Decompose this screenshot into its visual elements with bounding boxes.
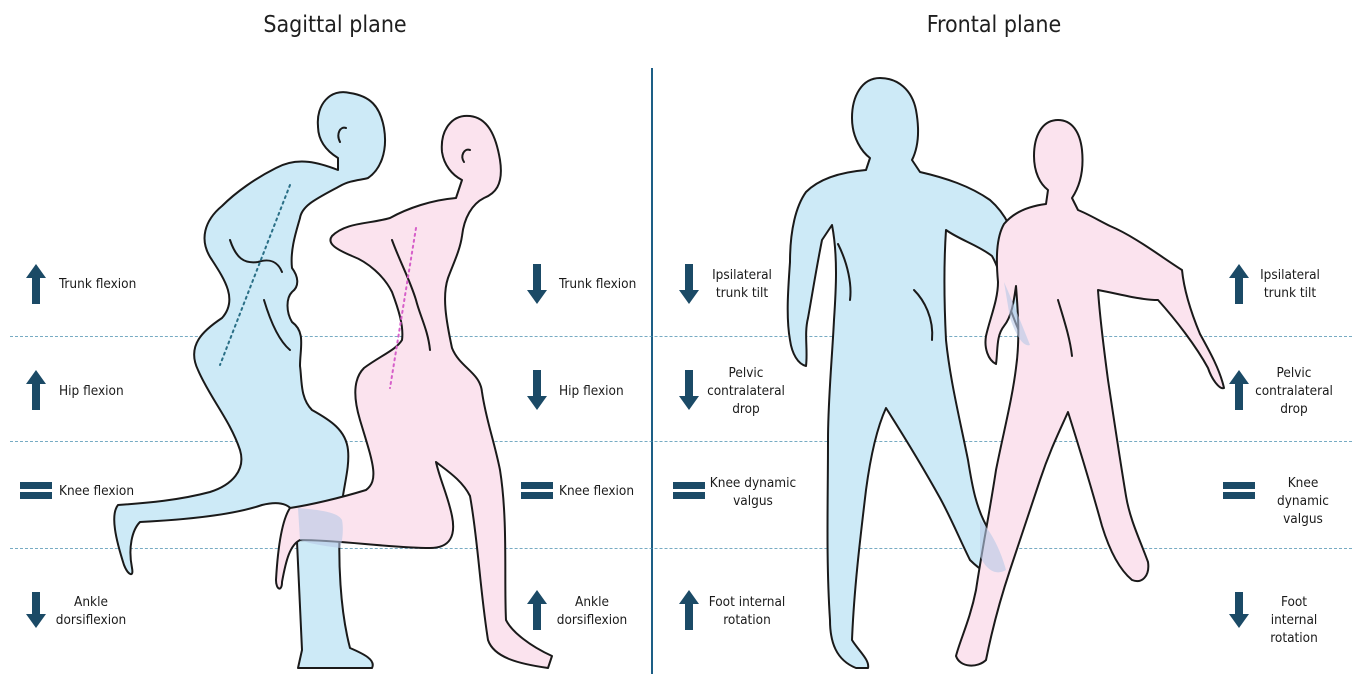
label-knee-dynamic-valgus: Knee dynamic valgus [710, 474, 796, 510]
label-foot-internal-rotation: Foot internal rotation [709, 593, 786, 629]
arrow-up-icon [26, 264, 46, 308]
arrow-down-icon [1229, 592, 1249, 632]
label-trunk-flexion: Trunk flexion [59, 275, 136, 293]
label-knee-flexion: Knee flexion [559, 482, 634, 500]
arrow-down-icon [679, 370, 699, 414]
label-hip-flexion: Hip flexion [59, 382, 124, 400]
label-knee-dynamic-valgus: Knee dynamic valgus [1277, 474, 1330, 528]
label-trunk-flexion: Trunk flexion [559, 275, 636, 293]
label-ankle-dorsiflexion: Ankle dorsiflexion [557, 593, 627, 629]
arrow-down-icon [679, 264, 699, 308]
arrow-up-icon [679, 590, 699, 634]
label-ipsilateral-trunk-tilt: Ipsilateral trunk tilt [1260, 266, 1320, 302]
arrow-up-icon [1229, 264, 1249, 308]
arrow-down-icon [527, 264, 547, 308]
label-foot-internal-rotation: Foot internal rotation [1263, 593, 1325, 647]
arrow-up-icon [26, 370, 46, 414]
frontal-pink-runner [956, 120, 1224, 666]
arrow-down-icon [527, 370, 547, 414]
equal-icon [20, 482, 52, 504]
label-pelvic-contralateral-drop: Pelvic contralateral drop [1255, 364, 1333, 418]
label-ipsilateral-trunk-tilt: Ipsilateral trunk tilt [712, 266, 772, 302]
label-ankle-dorsiflexion: Ankle dorsiflexion [56, 593, 126, 629]
arrow-up-icon [1229, 370, 1249, 414]
equal-icon [673, 482, 705, 504]
equal-icon [1223, 482, 1255, 504]
label-knee-flexion: Knee flexion [59, 482, 134, 500]
sagittal-blue-runner [114, 92, 385, 668]
label-pelvic-contralateral-drop: Pelvic contralateral drop [707, 364, 785, 418]
arrow-up-icon [527, 590, 547, 634]
arrow-down-icon [26, 592, 46, 632]
label-hip-flexion: Hip flexion [559, 382, 624, 400]
equal-icon [521, 482, 553, 504]
